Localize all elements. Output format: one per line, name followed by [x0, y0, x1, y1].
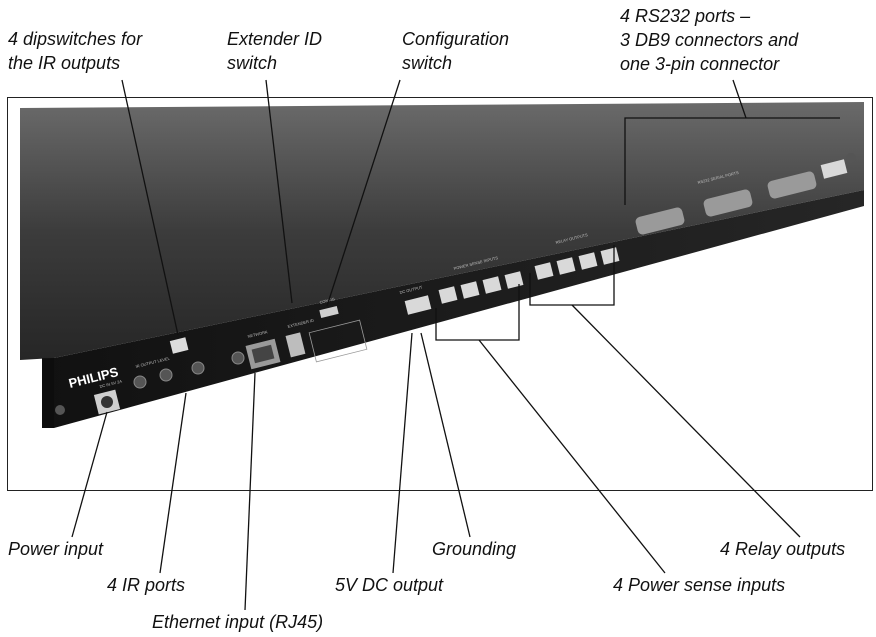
callout-rs232-line3: one 3-pin connector — [620, 54, 780, 74]
leader-ethernet — [244, 372, 256, 611]
chassis-left-end — [42, 358, 54, 428]
dipswitch-block — [169, 337, 189, 354]
dc-output-terminal: DC OUTPUT — [399, 284, 432, 315]
db9-port-1 — [635, 207, 685, 235]
callout-extender-id: Extender ID switch — [227, 27, 322, 75]
callout-extender-id-line1: Extender ID — [227, 29, 323, 49]
callout-dc-output: 5V DC output — [335, 575, 444, 595]
leader-power-sense — [478, 339, 666, 574]
ir-port-1 — [133, 375, 147, 389]
callout-dipswitches-line2: the IR outputs — [8, 53, 121, 73]
callout-relay-outputs: 4 Relay outputs — [720, 539, 846, 559]
callout-ethernet: Ethernet input (RJ45) — [152, 612, 324, 632]
power-input-jack: DC IN 5V 2A — [93, 378, 123, 415]
relay-outputs: RELAY OUTPUTS — [534, 232, 620, 280]
chassis-top — [20, 102, 864, 360]
callout-configuration-line2: switch — [402, 53, 453, 73]
leader-ir-ports — [159, 392, 187, 574]
leader-dipswitches — [121, 79, 179, 336]
bracket-relay-outputs — [529, 245, 615, 306]
ir-port-3 — [191, 361, 205, 375]
extender-id-switch: EXTENDER ID — [285, 318, 314, 358]
callout-extender-id-line2: switch — [227, 53, 278, 73]
bracket-rs232 — [624, 117, 840, 205]
mount-hole-right — [846, 153, 856, 163]
extender-label: EXTENDER ID — [287, 318, 314, 329]
leader-rs232 — [732, 79, 747, 119]
config-label: CONFIG — [319, 296, 335, 305]
relay-port-1 — [534, 262, 554, 280]
configuration-switch: CONFIG — [308, 296, 368, 363]
callout-configuration: Configuration switch — [402, 27, 509, 75]
network-label: NETWORK — [247, 329, 268, 339]
device-photo: PHILIPS DC IN 5V 2A IR OUTPUT LEVEL NETW… — [7, 97, 873, 491]
three-pin-port — [820, 159, 848, 179]
chassis-front — [42, 190, 864, 428]
power-sense-port-2 — [460, 281, 480, 299]
config-table — [308, 319, 368, 363]
callout-power-sense: 4 Power sense inputs — [613, 575, 786, 595]
relay-port-3 — [578, 252, 598, 270]
leader-power-input — [71, 411, 108, 538]
leader-dc-output — [392, 332, 413, 574]
bracket-power-sense — [435, 284, 520, 341]
callout-power-input: Power input — [8, 539, 104, 559]
callout-dipswitches: 4 dipswitches for the IR outputs — [8, 27, 142, 75]
mount-hole-left — [55, 405, 65, 415]
callout-grounding: Grounding — [432, 539, 517, 559]
ethernet-jack: NETWORK — [245, 329, 281, 370]
callout-rs232-line2: 3 DB9 connectors and — [620, 30, 799, 50]
power-sense-port-3 — [482, 276, 502, 294]
leader-relay-outputs — [571, 304, 801, 538]
callout-rs232: 4 RS232 ports – 3 DB9 connectors and one… — [620, 4, 798, 76]
ir-port-2 — [159, 368, 173, 382]
callout-dipswitches-line1: 4 dipswitches for — [8, 29, 143, 49]
relay-port-4 — [600, 247, 620, 265]
db9-port-2 — [703, 189, 753, 217]
power-sense-port-1 — [438, 286, 458, 304]
leader-configuration — [326, 79, 401, 307]
callout-ir-ports: 4 IR ports — [107, 575, 186, 595]
db9-port-3 — [767, 171, 817, 199]
dc-output-label: DC OUTPUT — [399, 284, 423, 295]
leader-extender-id — [265, 79, 293, 304]
leader-grounding — [420, 332, 471, 538]
callout-configuration-line1: Configuration — [402, 29, 510, 49]
relay-port-2 — [556, 257, 576, 275]
callout-rs232-line1: 4 RS232 ports – — [620, 6, 751, 26]
dc-in-label: DC IN 5V 2A — [99, 378, 123, 388]
device-illustration: PHILIPS DC IN 5V 2A IR OUTPUT LEVEL NETW… — [8, 98, 872, 490]
ir-port-4 — [231, 351, 245, 365]
